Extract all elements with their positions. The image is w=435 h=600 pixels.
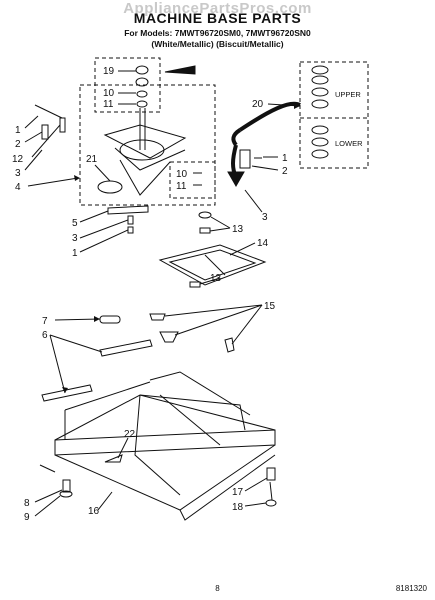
page-title: MACHINE BASE PARTS [133,10,302,26]
callout-label: 2 [15,139,21,150]
callout-label: 12 [12,154,24,165]
inset-label-upper: UPPER [335,90,361,99]
callout-label: 14 [257,238,269,249]
callout-label: 22 [124,429,136,440]
inset-dashed-box [299,61,369,169]
callout-label: 10 [176,169,188,180]
callout-label: 1 [282,153,288,164]
machine-base-frame [54,429,276,456]
inset-label-lower: LOWER [335,139,363,148]
callout-label: 16 [88,506,100,517]
model-list: For Models: 7MWT96720SM0, 7MWT96720SN0 [124,28,311,38]
callout-label: 3 [262,212,268,223]
callout-label: 15 [264,301,276,312]
literature-part-number: 8181320 [395,584,427,593]
callout-label: 3 [72,233,78,244]
callout-label: 13 [232,224,244,235]
callout-label: 1 [72,248,78,259]
watermark: AppliancePartsPros.com [123,0,312,17]
callout-label: 20 [252,99,264,110]
callout-label: 5 [72,218,78,229]
callout-label: 21 [86,154,98,165]
top-stack-dashed-box [94,57,161,113]
callout-label: 8 [24,498,30,509]
callout-label: 13 [210,273,222,284]
side-stack-dashed-box [169,161,216,199]
color-variants: (White/Metallic) (Biscuit/Metallic) [151,39,284,49]
callout-label: 10 [103,88,115,99]
callout-label: 18 [232,502,244,513]
callout-label: 1 [15,125,21,136]
callout-label: 11 [103,99,114,110]
callout-label: 2 [282,166,288,177]
callout-label: 7 [42,316,48,327]
callout-label: 3 [15,168,21,179]
callout-label: 6 [42,330,48,341]
callout-label: 17 [232,487,244,498]
callout-label: 4 [15,182,21,193]
assembly-dashed-box [79,84,216,206]
callout-label: 9 [24,512,30,523]
callout-label: 11 [176,181,187,192]
callout-label: 19 [103,66,115,77]
page-number: 8 [215,584,220,593]
